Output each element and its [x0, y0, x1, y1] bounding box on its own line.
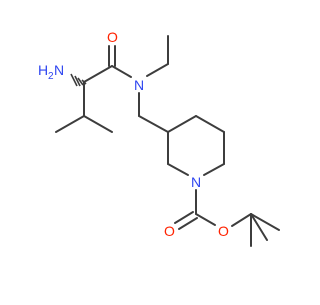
structure-canvas: H 2 N O N N O O — [38, 29, 280, 247]
bond-cco-n — [111, 65, 132, 78]
atom-labels: H 2 N O N N O O — [38, 29, 229, 239]
carbonyl-oxygen-label: O — [107, 29, 118, 45]
amine-label-n: N — [54, 62, 64, 78]
bond-c6-n1 — [203, 163, 225, 176]
amine-label-subscript: 2 — [48, 71, 54, 82]
carbamate-oxygen-label: O — [164, 223, 175, 239]
chemical-structure: H 2 N O N N O O — [38, 29, 280, 247]
bonds — [55, 35, 280, 247]
bond-ccarb-o-double-a — [174, 211, 194, 224]
bond-n-ethyl1 — [146, 63, 169, 77]
bond-cq-me-top — [250, 213, 280, 231]
bond-ccarb-o-double-b — [178, 217, 198, 230]
bond-ca-cco — [83, 65, 113, 83]
bond-cq-me-up — [250, 213, 268, 241]
bond-n1-c2 — [167, 163, 189, 176]
bond-oester-cq — [231, 213, 252, 227]
bond-ch2-c3 — [138, 115, 169, 133]
bond-cb-me1 — [55, 115, 85, 133]
ester-oxygen-label: O — [218, 223, 229, 239]
piperidine-nitrogen-label: N — [191, 174, 201, 190]
amide-nitrogen-label: N — [134, 77, 144, 93]
bond-ccarb-oester — [195, 213, 216, 226]
bond-c4-c5 — [195, 115, 225, 133]
stereo-hash-wedge — [70, 73, 87, 87]
amine-label-h: H — [38, 62, 48, 78]
bond-c3-c4 — [167, 115, 197, 133]
bond-cb-me2 — [83, 115, 113, 133]
